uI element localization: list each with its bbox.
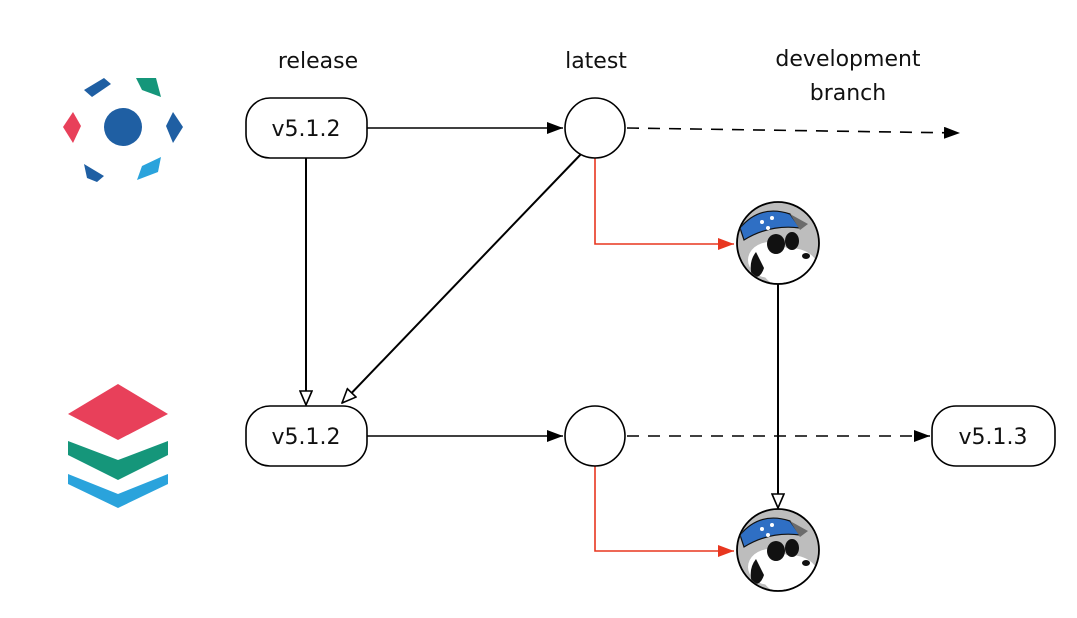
mascot-icon — [736, 201, 820, 285]
latest-node-top — [564, 97, 626, 159]
release-version-bottom: v5.1.2 — [272, 425, 341, 450]
edge-bottom-latest-to-mascot — [594, 466, 734, 557]
edge-top-latest-to-mascot — [594, 158, 734, 250]
release-box-top: v5.1.2 — [245, 97, 368, 159]
column-label-latest: latest — [565, 49, 627, 74]
mascot-icon — [736, 508, 820, 592]
edge-latest-to-bottom-release — [342, 151, 584, 403]
column-label-release: release — [278, 49, 358, 74]
hexagon-dots-logo — [63, 78, 183, 182]
column-label-development: development — [775, 47, 921, 72]
release-box-bottom: v5.1.2 — [245, 405, 368, 467]
column-label-branch: branch — [810, 81, 886, 106]
stacked-layers-logo — [68, 384, 168, 508]
dev-target-version: v5.1.3 — [959, 425, 1028, 450]
dev-target-box-bottom: v5.1.3 — [931, 405, 1056, 467]
edge-top-latest-to-dev — [626, 126, 961, 139]
release-version-top: v5.1.2 — [272, 117, 341, 142]
latest-node-bottom — [564, 405, 626, 467]
